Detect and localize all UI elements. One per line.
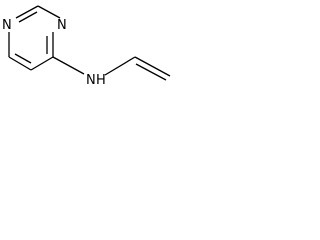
bond-c2-n1 <box>15 5 39 19</box>
bond-c2-n1-inner <box>18 11 38 23</box>
atom-nh-h: H <box>96 73 106 88</box>
bond-ring-nh <box>52 56 85 75</box>
atom-n1: N <box>2 18 12 33</box>
bond-vinyl-double-inner <box>135 63 167 81</box>
molecule-drawing: N N N H <box>2 5 171 88</box>
bond-nh-vinyl <box>104 56 136 76</box>
structure-canvas: N N N H <box>0 0 184 108</box>
atom-n3: N <box>57 18 67 33</box>
bond-c6-c5 <box>8 56 32 71</box>
atom-nh-n: N <box>86 73 96 88</box>
bond-c6-c5-inner <box>14 53 32 64</box>
bond-c2-n3 <box>37 5 61 19</box>
bond-c5-c4 <box>30 56 54 71</box>
bond-vinyl-double-outer <box>134 56 171 77</box>
